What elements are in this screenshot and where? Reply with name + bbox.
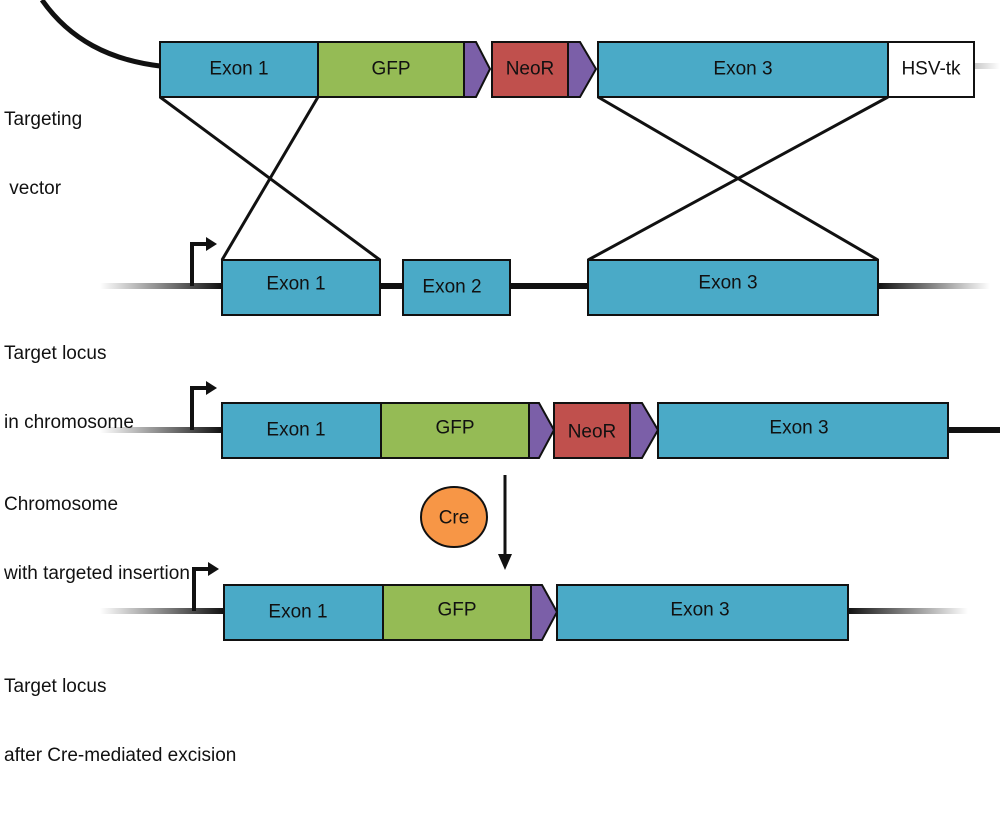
vector-exon1-block xyxy=(159,41,319,98)
excision-arrowhead-icon xyxy=(498,554,512,570)
excised-exon1-block xyxy=(223,584,384,641)
chromosome-line-left xyxy=(100,427,222,433)
insertion-neor-label: NeoR xyxy=(568,422,617,443)
promoter-arrow-icon xyxy=(192,567,210,611)
chromosome-line-left xyxy=(100,283,222,289)
chromosome-line-right xyxy=(878,283,990,289)
targeting-vector-caption: Targeting vector xyxy=(4,62,82,246)
vector-gfp-label: GFP xyxy=(371,59,410,80)
caption-line: with targeted insertion xyxy=(4,563,190,584)
caption-line: Chromosome xyxy=(4,494,119,515)
locus-exon2-label: Exon 2 xyxy=(422,277,481,298)
locus-exon1-label: Exon 1 xyxy=(266,274,325,295)
insertion-neor-block xyxy=(553,402,631,459)
locus-exon3-label: Exon 3 xyxy=(698,273,757,294)
diagram-canvas: Exon 1 GFP NeoR Exon 3 HSV-tk xyxy=(39,0,1000,641)
vector-exon3-label: Exon 3 xyxy=(713,59,772,80)
insertion-exon3-label: Exon 3 xyxy=(769,418,828,439)
insertion-loxp-site-2 xyxy=(629,402,660,459)
cre-step: Cre xyxy=(420,475,512,570)
cre-label: Cre xyxy=(439,508,470,529)
caption-line: Target locus xyxy=(4,676,107,697)
promoter-arrowhead-icon xyxy=(206,237,217,251)
insertion-exon1-label: Exon 1 xyxy=(266,420,325,441)
chromosome-line-right xyxy=(948,427,1000,433)
excised-gfp-label: GFP xyxy=(437,600,476,621)
targeted-insertion-caption: Chromosome with targeted insertion xyxy=(4,447,190,631)
locus-exon3-block xyxy=(587,259,879,316)
cre-recombinase-icon xyxy=(420,486,488,548)
vector-hsvtk-label: HSV-tk xyxy=(901,59,961,80)
chromosome-line-left xyxy=(100,608,224,614)
caption-line: Target locus xyxy=(4,343,107,364)
target-locus-row: Exon 1 Exon 2 Exon 3 xyxy=(100,237,990,316)
excised-gfp-block xyxy=(382,584,532,641)
crossover-line xyxy=(220,96,320,261)
crossover-line xyxy=(587,95,889,262)
vector-neor-label: NeoR xyxy=(506,59,555,80)
vector-exon3-block xyxy=(597,41,889,98)
vector-loxp-site-2 xyxy=(567,41,598,98)
vector-loxp-site-1 xyxy=(463,41,492,98)
vector-backbone-arc xyxy=(39,0,161,69)
caption-line: after Cre-mediated excision xyxy=(4,745,237,766)
vector-gfp-block xyxy=(317,41,465,98)
caption-line: in chromosome xyxy=(4,412,134,433)
caption-line: Targeting xyxy=(4,109,83,130)
promoter-arrow-icon xyxy=(190,242,208,286)
promoter-arrowhead-icon xyxy=(208,562,219,576)
locus-exon1-block xyxy=(221,259,381,316)
target-locus-caption: Target locus in chromosome xyxy=(4,296,134,480)
recombination-crossover-lines xyxy=(159,95,889,262)
excised-exon3-label: Exon 3 xyxy=(670,600,729,621)
excised-loxp-site xyxy=(530,584,559,641)
vector-neor-block xyxy=(491,41,569,98)
promoter-arrowhead-icon xyxy=(206,381,217,395)
vector-exon1-label: Exon 1 xyxy=(209,59,268,80)
excised-exon1-label: Exon 1 xyxy=(268,602,327,623)
insertion-gfp-label: GFP xyxy=(435,418,474,439)
after-excision-caption: Target locus after Cre-mediated excision xyxy=(4,629,236,813)
insertion-loxp-site-1 xyxy=(528,402,556,459)
locus-exon2-block xyxy=(402,259,511,316)
excised-exon3-block xyxy=(556,584,849,641)
vector-hsvtk-block xyxy=(887,41,975,98)
targeted-insertion-row: Exon 1 GFP NeoR Exon 3 xyxy=(100,381,1000,459)
gene-targeting-diagram: Exon 1 GFP NeoR Exon 3 HSV-tk xyxy=(4,0,1000,766)
insertion-exon3-block xyxy=(657,402,949,459)
caption-line: vector xyxy=(4,178,62,199)
insertion-exon1-block xyxy=(221,402,382,459)
promoter-arrow-icon xyxy=(190,386,208,430)
chromosome-line-right xyxy=(848,608,968,614)
targeting-vector-row: Exon 1 GFP NeoR Exon 3 HSV-tk xyxy=(39,0,1000,98)
after-excision-row: Exon 1 GFP Exon 3 xyxy=(100,562,968,641)
